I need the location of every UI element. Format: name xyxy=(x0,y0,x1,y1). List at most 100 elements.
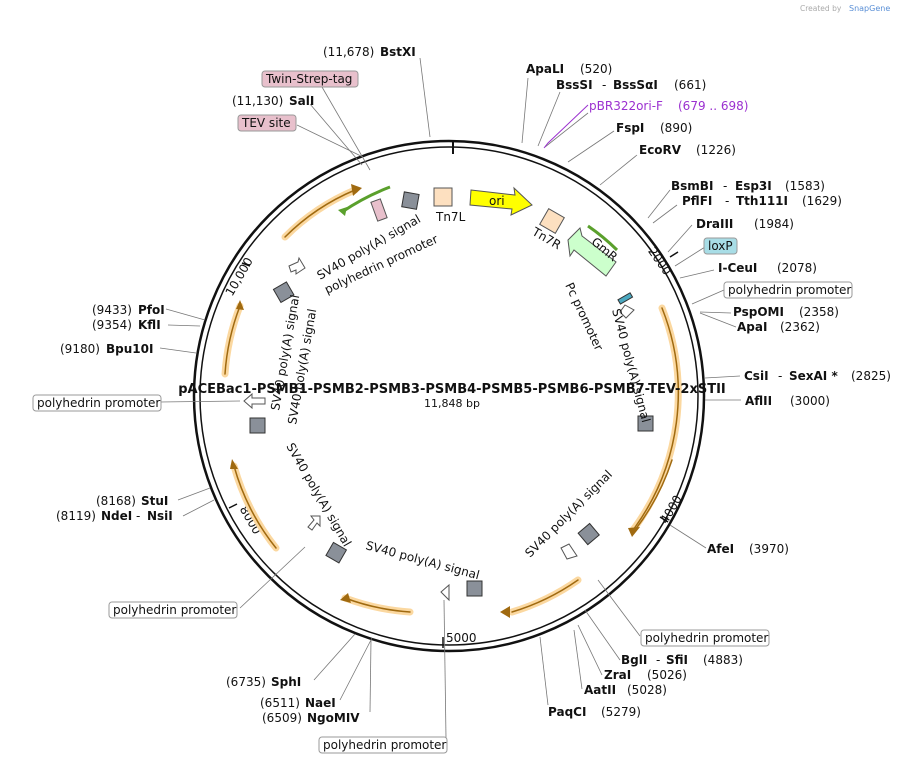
enzyme-ecorv[interactable]: EcoRV xyxy=(639,143,682,157)
sv40-label-2: SV40 poly(A) signal xyxy=(609,307,653,424)
enzyme-bgli-pos: (4883) xyxy=(703,653,743,667)
sv40-label-6: SV40 poly(A) signal xyxy=(364,538,481,582)
enzyme-apali-pos: (520) xyxy=(580,62,612,76)
enzyme-ndei-pos: (8119) xyxy=(56,509,96,523)
enzyme-aflii[interactable]: AflII xyxy=(745,394,772,408)
polyhedrin-box-1[interactable]: polyhedrin promoter xyxy=(728,283,851,297)
enzyme-bpu10i[interactable]: Bpu10I xyxy=(106,342,153,356)
enzyme-sfii[interactable]: SfiI xyxy=(666,653,688,667)
enzyme-sexai[interactable]: SexAI * xyxy=(789,369,838,383)
enzyme-kfli[interactable]: KflI xyxy=(138,318,161,332)
enzyme-tth111i[interactable]: Tth111I xyxy=(736,194,788,208)
gmr-arc xyxy=(587,224,619,252)
enzyme-nsii[interactable]: NsiI xyxy=(147,509,173,523)
enzyme-paqci-pos: (5279) xyxy=(601,705,641,719)
backbone-inner-ring xyxy=(199,146,699,646)
enzyme-pfoi-pos: (9433) xyxy=(92,303,132,317)
enzyme-bgli[interactable]: BglI xyxy=(621,653,647,667)
enzyme-bsssi-sep: - xyxy=(602,78,606,92)
tn7l-label: Tn7L xyxy=(435,210,466,224)
enzyme-ngomiv-pos: (6509) xyxy=(262,711,302,725)
enzyme-naei-pos: (6511) xyxy=(260,696,300,710)
enzyme-bgli-sep: - xyxy=(656,653,660,667)
enzyme-bstxi[interactable]: BstXI xyxy=(380,45,416,59)
plasmid-name: pACEBac1-PSMB1-PSMB2-PSMB3-PSMB4-PSMB5-P… xyxy=(178,382,726,397)
tick-label-5000: 5000 xyxy=(446,631,477,645)
tev-site-label[interactable]: TEV site xyxy=(241,116,291,130)
enzyme-pflfi-pos: (1629) xyxy=(802,194,842,208)
promoter-arrows xyxy=(243,256,635,602)
enzyme-sphi[interactable]: SphI xyxy=(271,675,301,689)
twin-strep-tag-label[interactable]: Twin-Strep-tag xyxy=(265,72,352,86)
enzyme-draiii[interactable]: DraIII xyxy=(696,217,733,231)
enzyme-bsssi[interactable]: BssSI xyxy=(556,78,593,92)
enzyme-bsmbi[interactable]: BsmBI xyxy=(671,179,713,193)
enzyme-apali[interactable]: ApaLI xyxy=(526,62,564,76)
enzyme-afei[interactable]: AfeI xyxy=(707,542,734,556)
enzyme-pflfi[interactable]: PflFI xyxy=(682,194,712,208)
sv40-terminators xyxy=(249,191,654,597)
tick-label-4000: 4000 xyxy=(657,493,684,526)
primer-range: (679 .. 698) xyxy=(678,99,748,113)
enzyme-i-ceui[interactable]: I-CeuI xyxy=(718,261,757,275)
enzyme-stui-pos: (8168) xyxy=(96,494,136,508)
backbone-outer-ring xyxy=(192,139,706,653)
enzyme-draiii-pos: (1984) xyxy=(754,217,794,231)
enzyme-stui[interactable]: StuI xyxy=(141,494,168,508)
enzyme-naei[interactable]: NaeI xyxy=(305,696,336,710)
enzyme-csii-sep: - xyxy=(778,369,782,383)
enzyme-afei-pos: (3970) xyxy=(749,542,789,556)
credit-text: Created by xyxy=(800,4,842,13)
enzyme-i-ceui-pos: (2078) xyxy=(777,261,817,275)
enzyme-sphi-pos: (6735) xyxy=(226,675,266,689)
ori-arrow xyxy=(469,186,533,216)
twin-strep-arrowhead xyxy=(338,207,347,216)
enzymes-right: ApaLI (520) BssSI - BssSαI (661) pBR322o… xyxy=(526,62,891,719)
enzyme-fspi-pos: (890) xyxy=(660,121,692,135)
enzyme-ndei-sep: - xyxy=(136,509,140,523)
enzyme-apai-pos: (2362) xyxy=(780,320,820,334)
enzyme-fspi[interactable]: FspI xyxy=(616,121,644,135)
tick-label-10000: 10,000 xyxy=(223,255,256,298)
primer-name[interactable]: pBR322ori-F xyxy=(589,99,663,113)
sv40-label-5: SV40 poly(A) signal xyxy=(283,441,354,549)
enzyme-pspomi-pos: (2358) xyxy=(799,305,839,319)
enzyme-zrai-pos: (5026) xyxy=(647,668,687,682)
plasmid-length: 11,848 bp xyxy=(424,397,480,410)
enzymes-left: (11,678) BstXI (11,130) SalI (6735) SphI… xyxy=(56,45,416,725)
enzyme-aatii-pos: (5028) xyxy=(627,683,667,697)
enzyme-bsmbi-sep: - xyxy=(723,179,727,193)
polyhedrin-box-2[interactable]: polyhedrin promoter xyxy=(37,396,160,410)
tn7r-box xyxy=(539,208,565,234)
pc-promoter-label: Pc promoter xyxy=(562,280,606,352)
enzyme-esp3i[interactable]: Esp3I xyxy=(735,179,772,193)
enzyme-pfoi[interactable]: PfoI xyxy=(138,303,165,317)
enzyme-bsssai[interactable]: BssSαI xyxy=(613,78,658,92)
polyhedrin-box-4[interactable]: polyhedrin promoter xyxy=(645,631,768,645)
polyhedrin-box-5[interactable]: polyhedrin promoter xyxy=(323,738,446,752)
enzyme-ngomiv[interactable]: NgoMIV xyxy=(307,711,360,725)
polyhedrin-box-3[interactable]: polyhedrin promoter xyxy=(113,603,236,617)
gmr-arrow xyxy=(567,227,617,277)
enzyme-csii[interactable]: CsiI xyxy=(744,369,769,383)
enzyme-csii-pos: (2825) xyxy=(851,369,891,383)
snapgene-logo: SnapGene xyxy=(849,4,890,13)
enzyme-leader-lines xyxy=(159,57,741,739)
enzyme-zrai[interactable]: ZraI xyxy=(604,668,631,682)
loxp-mark xyxy=(617,292,634,305)
enzyme-pspomi[interactable]: PspOMI xyxy=(733,305,784,319)
enzyme-paqci[interactable]: PaqCI xyxy=(548,705,586,719)
enzyme-sali[interactable]: SalI xyxy=(289,94,314,108)
tn7l-box xyxy=(433,187,453,207)
enzyme-apai[interactable]: ApaI xyxy=(737,320,767,334)
enzyme-aflii-pos: (3000) xyxy=(790,394,830,408)
loxp-label[interactable]: loxP xyxy=(708,239,733,253)
enzyme-bsmbi-pos: (1583) xyxy=(785,179,825,193)
enzyme-bsssi-pos: (661) xyxy=(674,78,706,92)
enzyme-bpu10i-pos: (9180) xyxy=(60,342,100,356)
cds-arrowheads xyxy=(230,184,640,618)
enzyme-ecorv-pos: (1226) xyxy=(696,143,736,157)
enzyme-aatii[interactable]: AatII xyxy=(584,683,616,697)
enzyme-ndei[interactable]: NdeI xyxy=(101,509,132,523)
